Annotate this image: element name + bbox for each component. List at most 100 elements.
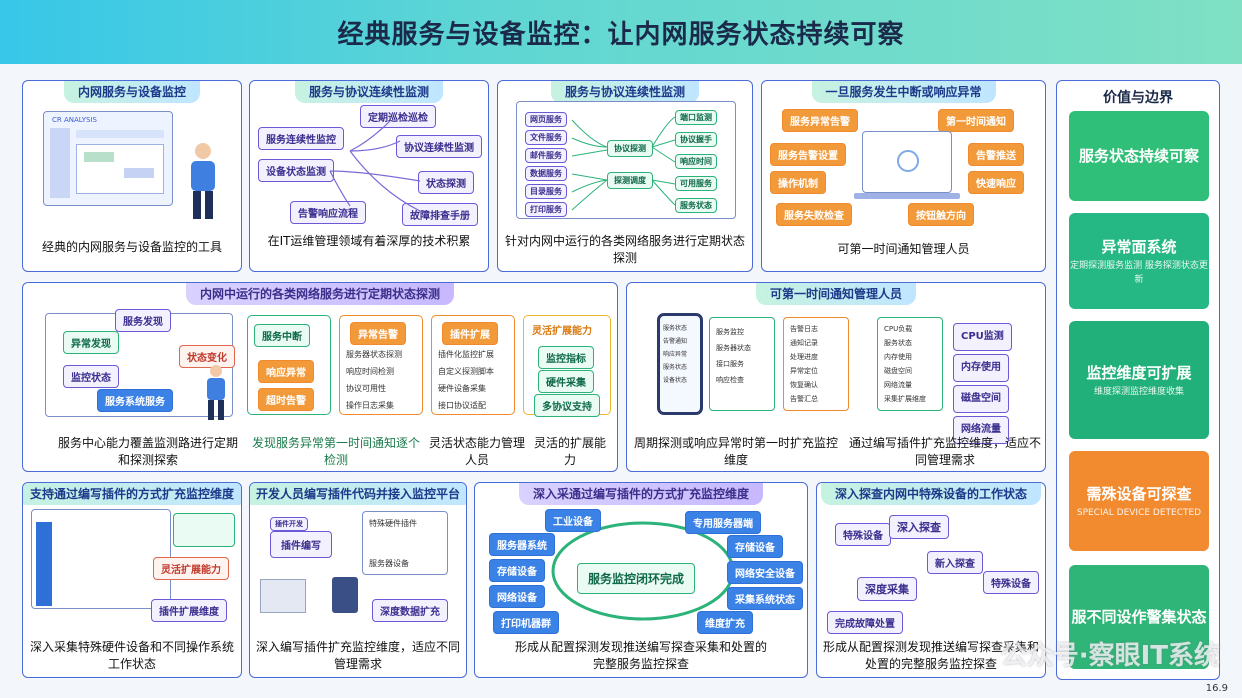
loop-node: 工业设备 [545, 509, 601, 532]
tag-anomaly: 异常发现 [63, 331, 119, 354]
col-list: 插件化监控扩展自定义探测脚本硬件设备采集接口协议适配 [438, 350, 494, 410]
center-node: 协议探测 [607, 140, 653, 157]
alert-tag: 告警推送 [968, 143, 1024, 166]
mindmap-lines [571, 116, 676, 211]
value-card-4: 需殊设备可探查 SPECIAL DEVICE DETECTED [1069, 451, 1209, 551]
panel-title: 深入探查内网中特殊设备的工作状态 [820, 483, 1042, 505]
node-3: 协议连续性监测 [396, 135, 482, 158]
left-node: 网页服务 [525, 112, 567, 127]
right-node: 协议握手 [675, 132, 717, 147]
metric-tag: CPU监测 [953, 323, 1012, 351]
panel-caption: 可第一时间通知管理人员 [837, 242, 970, 256]
right-node: 可用服务 [675, 176, 717, 191]
device-icon [332, 577, 358, 613]
tag-flex: 灵活扩展能力 [153, 557, 229, 580]
col-item: 硬件采集 [538, 370, 594, 393]
metric-tag: 内存使用 [953, 354, 1009, 382]
panel-caption: 深入采集特殊硬件设备和不同操作系统工作状态 [29, 640, 234, 671]
alert-tag: 服务异常告警 [782, 109, 858, 132]
phone: 服务状态告警通知响应异常服务状态设备状态 [657, 313, 703, 415]
panel-plugin-expand: 支持通过编写插件的方式扩充监控维度 灵活扩展能力 插件扩展维度 深入采集特殊硬件… [22, 482, 242, 678]
laptop-screen [862, 131, 952, 193]
left-node: 打印服务 [525, 202, 567, 217]
panel-caption: 形成从配置探测发现推送编写探查采集和处置的完整服务监控探查 [515, 640, 768, 671]
right-node: 服务状态 [675, 198, 717, 213]
loop-node: 网络设备 [489, 585, 545, 608]
panel-alert: 一旦服务发生中断或响应异常 服务异常告警 服务告警设置 操作机制 服务失败检查 … [761, 80, 1046, 272]
alert-tag: 服务告警设置 [770, 143, 846, 166]
right-node: 端口监测 [675, 110, 717, 125]
tag-dev: 插件开发 [270, 517, 308, 531]
panel-caption: 针对内网中运行的各类网络服务进行定期状态探测 [504, 234, 745, 265]
col-box: 服务中断 响应异常 超时告警 [247, 315, 331, 415]
loop-node: 网络安全设备 [727, 561, 803, 584]
device-tag: 深度采集 [857, 577, 917, 601]
loop-node: 存储设备 [489, 559, 545, 582]
col-head: 插件扩展 [442, 322, 498, 345]
printer-icon [260, 579, 306, 613]
col-list: 服务器状态探测响应时间检测协议可用性操作日志采集 [346, 350, 402, 410]
panel-developer: 开发人员编写插件代码并接入监控平台 插件开发 插件编写 特殊硬件插件 服务器设备… [249, 482, 467, 678]
tag-box [173, 513, 235, 547]
panel-caption: 经典的内网服务与设备监控的工具 [41, 240, 222, 254]
panel-title: 一旦服务发生中断或响应异常 [811, 81, 996, 103]
panel-probing: 内网中运行的各类网络服务进行定期状态探测 服务发现 异常发现 状态变化 监控状态… [22, 282, 618, 472]
node-2: 服务连续性监控 [258, 127, 344, 150]
tag-discover: 服务发现 [115, 309, 171, 332]
caption-4: 灵活的扩展能力 [533, 436, 606, 467]
tag-deep: 深度数据扩充 [372, 599, 448, 622]
col-head: 服务中断 [254, 324, 310, 347]
device-tag: 深入探查 [889, 515, 949, 539]
panel-closed-loop: 深入采通过编写插件的方式扩充监控维度 服务监控闭环完成 工业设备 服务器系统 存… [474, 482, 808, 678]
mindmap-screen: 网页服务 文件服务 邮件服务 数据服务 目录服务 打印服务 协议探测 探测调度 … [516, 101, 736, 219]
panel-caption: 在IT运维管理领域有着深厚的技术积累 [267, 234, 471, 248]
person-icon [207, 365, 225, 420]
panel-special-device: 深入探查内网中特殊设备的工作状态 特殊设备 深入探查 新入探查 深度采集 特殊设… [816, 482, 1046, 678]
panel-title: 服务与协议连续性监测 [550, 81, 700, 103]
panel-caption: 形成从配置探测发现推送编写探查采集和处置的完整服务监控探查 [823, 640, 1040, 671]
tag-change: 状态变化 [179, 345, 235, 368]
left-node: 邮件服务 [525, 148, 567, 163]
value-boundary-panel: 价值与边界 服务状态持续可察 异常面系统 定期探测服务监测 服务探测状态更新 监… [1056, 80, 1220, 680]
connector-lines [329, 120, 421, 212]
panel-title: 可第一时间通知管理人员 [755, 283, 917, 305]
panel-title: 深入采通过编写插件的方式扩充监控维度 [518, 483, 764, 505]
doc-card: 服务监控服务器状态接口服务响应检查 [709, 317, 775, 411]
node-6: 告警响应流程 [290, 201, 366, 224]
panel-caption: 深入编写插件扩充监控维度，适应不同管理需求 [256, 640, 461, 671]
alert-tag: 快速响应 [968, 171, 1024, 194]
caption-2: 发现服务异常第一时间通知逐个检测 [251, 436, 420, 467]
page-title: 经典服务与设备监控：让内网服务状态持续可察 [337, 19, 905, 50]
tag-plugin-dim: 插件扩展维度 [151, 599, 227, 622]
value-card-5: 服不同设作警集状态 [1069, 565, 1209, 669]
plugin-screen [31, 509, 171, 609]
node-7: 故障排查手册 [402, 203, 478, 226]
left-node: 文件服务 [525, 130, 567, 145]
value-card-2: 异常面系统 定期探测服务监测 服务探测状态更新 [1069, 213, 1209, 309]
loop-node: 维度扩充 [697, 611, 753, 634]
loop-node: 采集系统状态 [727, 587, 803, 610]
panel-title: 开发人员编写插件代码并接入监控平台 [250, 483, 466, 505]
col-head: 灵活扩展能力 [532, 326, 592, 337]
caption-1: 周期探测或响应异常时第一时扩充监控维度 [633, 436, 838, 467]
page-number: 16.9 [1205, 683, 1228, 694]
node-4: 设备状态监测 [258, 159, 334, 182]
panel-title: 内网中运行的各类网络服务进行定期状态探测 [185, 283, 455, 305]
alert-tag: 服务失败检查 [776, 203, 852, 226]
value-card-1: 服务状态持续可察 [1069, 111, 1209, 201]
col-item: 响应异常 [258, 360, 314, 383]
device-tag: 特殊设备 [835, 523, 891, 546]
caption-2: 通过编写插件扩充监控维度，适应不同管理需求 [848, 436, 1041, 467]
watermark: 公众号·察眼IT系统 [1000, 641, 1220, 671]
device-tag: 新入探查 [927, 551, 983, 574]
caption-3: 灵活状态能力管理人员 [429, 436, 526, 467]
monitor-screen: CR ANALYSIS [43, 111, 173, 206]
metric-list: CPU负载服务状态内存使用磁盘空间网络流量采集扩展维度 [877, 317, 943, 411]
metric-tag: 磁盘空间 [953, 385, 1009, 413]
loop-node: 打印机器群 [493, 611, 559, 634]
panel-title: 内网服务与设备监控 [63, 81, 201, 103]
panel-service-monitor: 内网服务与设备监控 CR ANALYSIS 经典的内网服务与设备监控的工具 [22, 80, 242, 272]
panel-continuity-2: 服务与协议连续性监测 网页服务 文件服务 邮件服务 数据服务 目录服务 打印服务… [497, 80, 753, 272]
node-5: 状态探测 [418, 171, 474, 194]
alert-tag: 第一时间通知 [938, 109, 1014, 132]
